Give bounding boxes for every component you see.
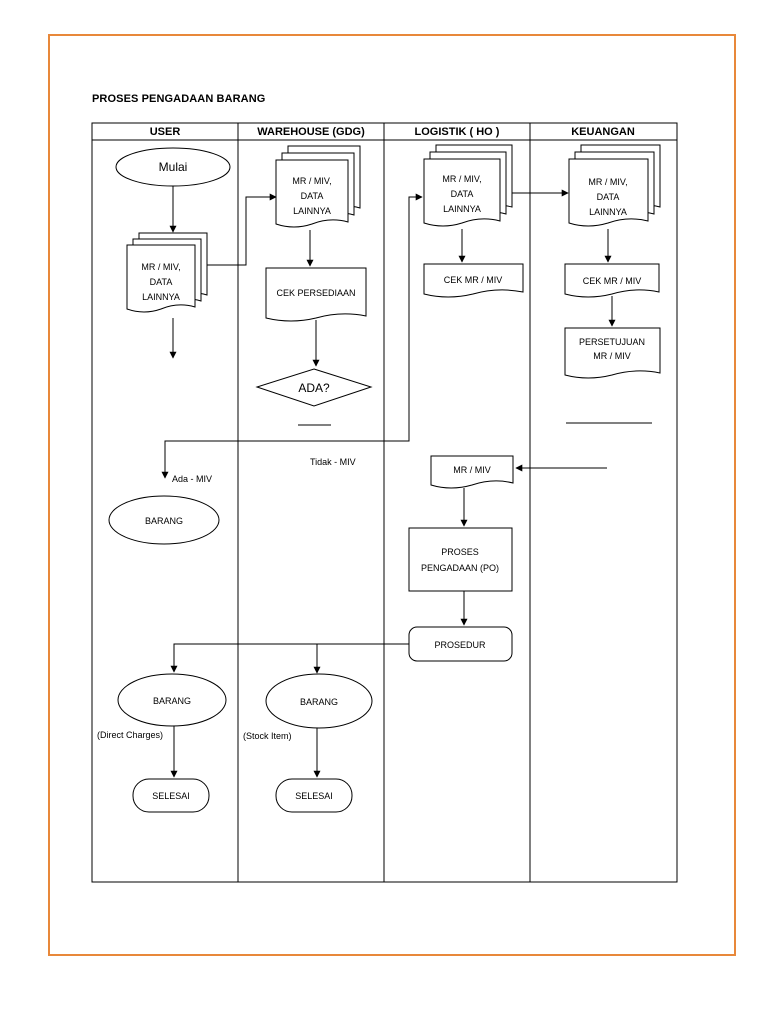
barang-terminal-stock — [265, 673, 373, 729]
stock-item-label: (Stock Item) — [243, 731, 292, 741]
selesai-label: SELESAI — [295, 791, 333, 801]
prosedur-label: PROSEDUR — [434, 640, 486, 650]
diagram-title: PROSES PENGADAAN BARANG — [92, 93, 266, 105]
mr-miv-document — [430, 455, 514, 489]
lane-header-logistik: LOGISTIK ( HO ) — [415, 126, 500, 138]
barang-label: BARANG — [153, 696, 191, 706]
doc-text-line: DATA — [597, 192, 620, 202]
barang-label: BARANG — [145, 516, 183, 526]
barang-terminal-direct — [117, 673, 227, 727]
persetujuan-label: MR / MIV — [593, 351, 631, 361]
proses-pengadaan-box — [408, 527, 513, 592]
doc-text-line: DATA — [451, 189, 474, 199]
ada-miv-label: Ada - MIV — [172, 474, 212, 484]
persetujuan-document — [564, 327, 661, 379]
cek-mr-miv-label: CEK MR / MIV — [444, 275, 503, 285]
barang-terminal-user — [108, 495, 220, 545]
keuangan-cek-document — [564, 263, 660, 298]
proses-label: PENGADAAN (PO) — [421, 563, 499, 573]
ada-decision — [255, 368, 373, 407]
doc-text-line: LAINNYA — [293, 206, 331, 216]
doc-text-line: DATA — [301, 191, 324, 201]
keuangan-multi-document — [568, 144, 661, 227]
cek-persediaan-label: CEK PERSEDIAAN — [276, 288, 355, 298]
persetujuan-label: PERSETUJUAN — [579, 337, 645, 347]
page-frame — [48, 34, 736, 956]
warehouse-multi-document — [275, 145, 361, 228]
lane-header-warehouse: WAREHOUSE (GDG) — [257, 126, 365, 138]
start-label: Mulai — [159, 160, 188, 174]
doc-text-line: LAINNYA — [142, 292, 180, 302]
decision-label: ADA? — [298, 381, 330, 395]
flow-connector — [170, 643, 409, 673]
doc-text-line: MR / MIV, — [588, 177, 627, 187]
cek-mr-miv-label: CEK MR / MIV — [583, 276, 642, 286]
proses-label: PROSES — [441, 547, 479, 557]
cek-persediaan-document — [265, 267, 367, 322]
doc-text-line: LAINNYA — [443, 204, 481, 214]
barang-label: BARANG — [300, 697, 338, 707]
doc-text-line: MR / MIV, — [141, 262, 180, 272]
direct-charges-label: (Direct Charges) — [97, 730, 163, 740]
doc-text-line: MR / MIV, — [292, 176, 331, 186]
logistik-multi-document — [423, 144, 513, 227]
selesai-terminal-warehouse — [275, 778, 353, 813]
lane-header-keuangan: KEUANGAN — [571, 126, 635, 138]
user-multi-document — [126, 232, 208, 313]
doc-text-line: MR / MIV, — [442, 174, 481, 184]
doc-text-line: LAINNYA — [589, 207, 627, 217]
logistik-cek-document — [423, 263, 524, 298]
selesai-label: SELESAI — [152, 791, 190, 801]
lane-header-user: USER — [150, 126, 181, 138]
flow-connector — [207, 193, 277, 266]
tidak-miv-label: Tidak - MIV — [310, 457, 356, 467]
mr-miv-label: MR / MIV — [453, 465, 491, 475]
selesai-terminal-user — [132, 778, 210, 813]
doc-text-line: DATA — [150, 277, 173, 287]
